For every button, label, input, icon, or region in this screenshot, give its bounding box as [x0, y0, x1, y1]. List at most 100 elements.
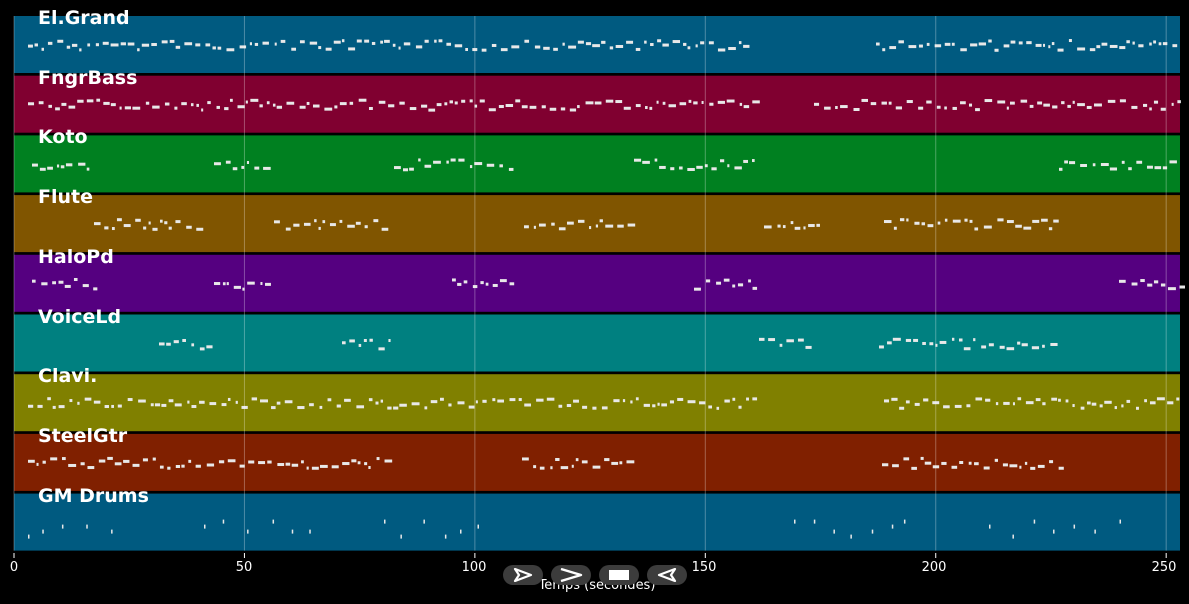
note: [622, 399, 626, 403]
note: [28, 102, 35, 106]
note: [325, 47, 332, 51]
note: [1104, 400, 1112, 404]
track-label: VoiceLd: [38, 305, 122, 328]
stop-button[interactable]: [599, 565, 639, 585]
note: [533, 465, 537, 469]
note: [645, 106, 648, 110]
note: [196, 103, 199, 107]
note: [927, 224, 934, 228]
note: [1058, 398, 1061, 402]
note: [52, 405, 56, 409]
note: [1067, 104, 1071, 108]
note: [1096, 45, 1101, 49]
note: [477, 524, 479, 529]
note: [1089, 48, 1096, 52]
note: [107, 456, 113, 460]
note: [371, 41, 376, 45]
note: [803, 226, 806, 230]
note: [1160, 107, 1166, 111]
note: [173, 340, 179, 344]
note: [358, 343, 362, 347]
note: [312, 104, 320, 108]
note: [394, 166, 401, 170]
note: [207, 101, 211, 105]
note: [174, 403, 182, 407]
note: [984, 99, 993, 103]
note: [472, 285, 478, 289]
track-notes: [28, 39, 1178, 52]
note: [549, 107, 557, 111]
note: [615, 44, 624, 48]
note: [746, 397, 749, 401]
note: [870, 102, 877, 106]
note: [1131, 282, 1138, 286]
note: [814, 102, 820, 106]
note: [293, 223, 300, 227]
note: [299, 40, 305, 44]
fast-forward-button[interactable]: [551, 565, 591, 585]
note: [56, 164, 60, 168]
note: [96, 98, 101, 102]
note: [687, 46, 691, 50]
note: [934, 44, 942, 48]
note: [558, 404, 563, 408]
note: [277, 463, 285, 467]
note: [1026, 41, 1032, 45]
note: [28, 534, 30, 539]
note: [368, 465, 371, 469]
note: [41, 282, 48, 286]
note: [119, 106, 122, 110]
note: [457, 401, 465, 405]
stop-icon: [609, 570, 629, 580]
track-label: El.Grand: [38, 7, 130, 29]
note: [254, 166, 260, 170]
note: [1006, 220, 1014, 224]
note: [1119, 99, 1126, 103]
note: [444, 534, 447, 539]
rewind-button[interactable]: [647, 565, 687, 585]
note: [69, 399, 73, 403]
track-label: Clavi.: [38, 365, 98, 388]
note: [850, 534, 852, 539]
note: [161, 403, 167, 407]
note: [28, 404, 34, 408]
note: [569, 108, 577, 112]
note: [168, 226, 172, 230]
note: [960, 48, 967, 52]
note: [974, 462, 979, 466]
note: [465, 47, 468, 51]
note: [727, 164, 730, 168]
note: [876, 42, 880, 46]
note: [191, 405, 197, 409]
note: [434, 39, 437, 43]
note: [378, 100, 386, 104]
play-button[interactable]: [503, 565, 543, 585]
note: [1086, 105, 1092, 109]
note: [235, 400, 238, 404]
note: [1121, 160, 1125, 164]
note: [1149, 42, 1152, 46]
note: [533, 225, 536, 229]
note: [388, 339, 391, 343]
note: [175, 45, 181, 49]
note: [509, 282, 515, 286]
note: [274, 220, 280, 224]
note: [267, 460, 272, 464]
note: [1158, 42, 1162, 46]
note: [679, 102, 687, 106]
note: [973, 338, 976, 342]
note: [61, 457, 66, 461]
note: [794, 226, 801, 230]
note: [127, 398, 133, 402]
note: [743, 105, 750, 109]
note: [1077, 47, 1086, 51]
note: [960, 101, 966, 105]
note: [98, 459, 106, 463]
note: [333, 40, 341, 44]
note: [635, 47, 641, 51]
note: [585, 42, 592, 46]
note: [206, 345, 213, 349]
note: [424, 39, 429, 43]
note: [102, 41, 109, 45]
note: [1053, 529, 1055, 534]
